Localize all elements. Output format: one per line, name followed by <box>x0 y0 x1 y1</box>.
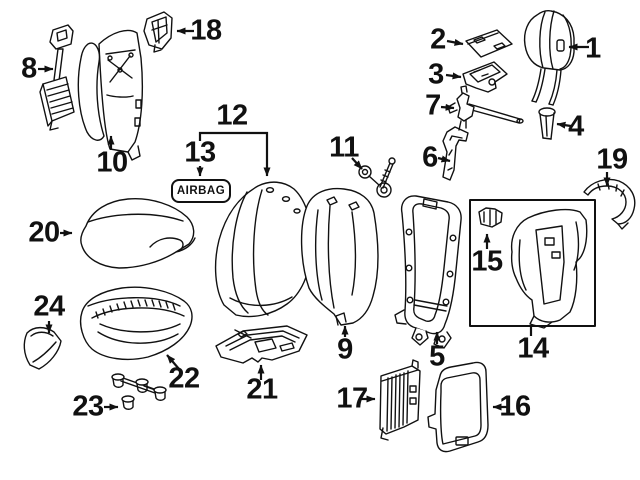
part-16-back-panel-drawing <box>427 361 489 453</box>
part-label-3: 3 <box>428 58 444 91</box>
part-label-20: 20 <box>28 216 60 249</box>
part-24-trim-piece-drawing <box>23 326 62 370</box>
part-label-18: 18 <box>190 14 222 47</box>
part-9-seat-back-pad-drawing <box>300 187 379 326</box>
part-18-top-clip-drawing <box>143 11 173 53</box>
leader-arrows <box>38 27 611 411</box>
arrow-4 <box>556 121 572 129</box>
part-14-shell-drawing <box>510 208 588 329</box>
part-label-7: 7 <box>425 89 441 122</box>
part-label-11: 11 <box>329 131 359 164</box>
part-label-14: 14 <box>517 332 549 365</box>
part-12-seat-back-cover-drawing <box>214 181 313 318</box>
arrow-7 <box>440 103 455 111</box>
part-21-seat-pan-drawing <box>215 325 308 364</box>
part-label-23: 23 <box>72 390 104 423</box>
part-6-side-bracket-drawing <box>442 126 469 181</box>
part-11-grommet-set-drawing <box>358 157 396 198</box>
part-label-8: 8 <box>21 52 37 85</box>
part-label-6: 6 <box>422 141 438 174</box>
part-label-1: 1 <box>585 32 601 65</box>
arrow-6 <box>437 155 451 163</box>
arrow-11 <box>351 157 363 170</box>
part-label-4: 4 <box>568 110 584 143</box>
part-label-9: 9 <box>337 333 353 366</box>
part-20-cushion-pad-drawing <box>80 197 196 269</box>
part-label-2: 2 <box>430 23 446 56</box>
part-label-21: 21 <box>246 373 278 406</box>
part-label-17: 17 <box>336 382 368 415</box>
part-label-19: 19 <box>596 143 628 176</box>
part-19-trim-strip-drawing <box>583 178 636 230</box>
arrow-2 <box>446 38 464 46</box>
part-label-16: 16 <box>499 390 531 423</box>
part-10-seat-back-panel-drawing <box>77 29 144 161</box>
part-15-retaining-clip-drawing <box>478 207 503 228</box>
part-5-seat-frame-drawing <box>394 195 462 349</box>
part-3-switch-plate-drawing <box>462 61 508 93</box>
part-label-13: 13 <box>184 136 216 169</box>
part-4-guide-sleeve-drawing <box>538 107 556 140</box>
airbag-warning-badge: AIRBAG <box>171 179 231 203</box>
part-label-15: 15 <box>471 245 503 278</box>
part-23-wiring-grommets-drawing <box>111 373 167 410</box>
part-label-24: 24 <box>33 290 65 323</box>
part-label-5: 5 <box>429 340 445 373</box>
part-label-10: 10 <box>96 146 128 179</box>
arrow-22 <box>166 354 180 370</box>
part-7-lever-bracket-drawing <box>447 85 524 131</box>
part-8-lumbar-bracket-drawing <box>39 24 75 131</box>
part-17-vent-grille-drawing <box>379 359 421 441</box>
arrow-3 <box>445 72 462 80</box>
part-1-headrest-drawing <box>523 10 575 106</box>
bracket-12 <box>198 131 271 177</box>
part-label-12: 12 <box>216 99 248 132</box>
part-22-seat-cushion-drawing <box>79 286 193 361</box>
part-label-22: 22 <box>168 362 200 395</box>
part-2-trim-plate-drawing <box>465 29 513 58</box>
